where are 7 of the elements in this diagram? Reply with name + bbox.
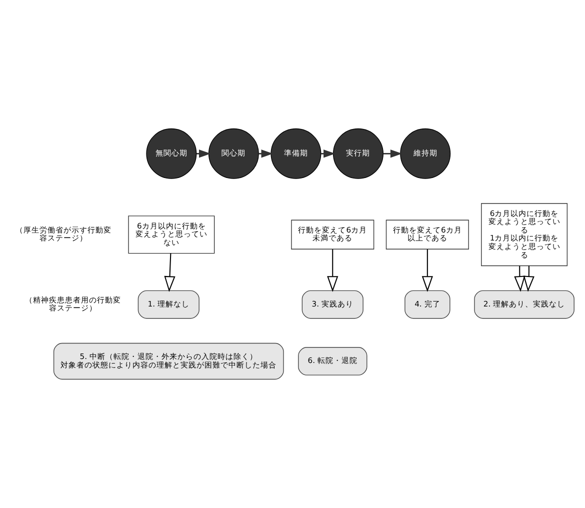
arrow	[514, 266, 526, 292]
arrow	[422, 249, 433, 292]
arrow	[523, 266, 534, 292]
arrow	[258, 150, 274, 158]
arrow	[327, 249, 338, 292]
arrow	[164, 253, 176, 292]
arrow	[383, 150, 402, 158]
